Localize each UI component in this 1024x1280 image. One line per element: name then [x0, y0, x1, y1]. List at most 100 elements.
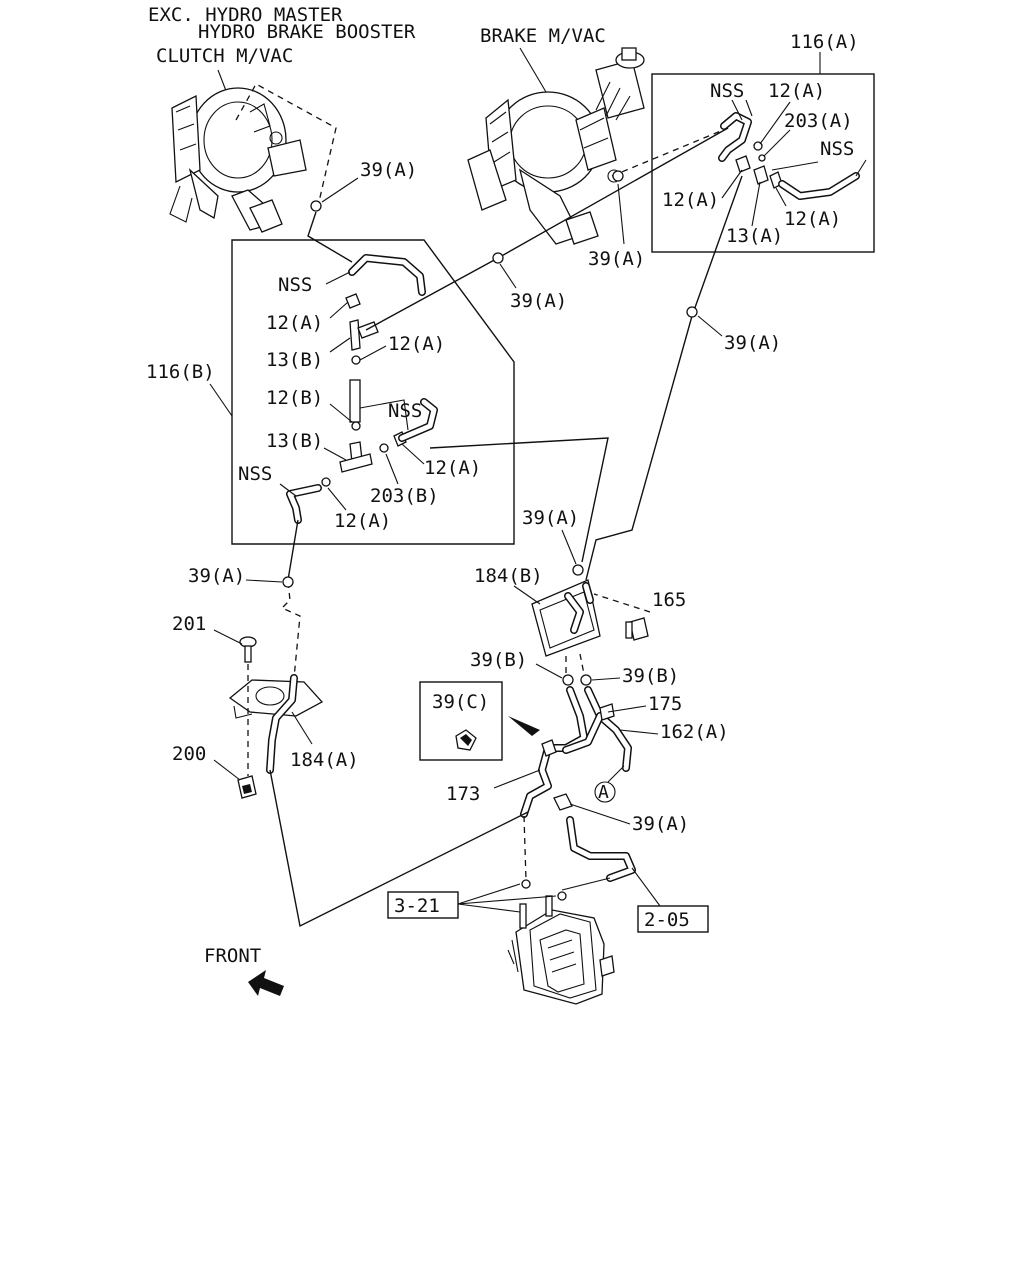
label-116b-nss-top: NSS	[278, 274, 312, 296]
leader-39a-bottom	[569, 803, 631, 825]
label-173: 173	[446, 783, 480, 805]
label-116b-nss-bottom: NSS	[238, 463, 272, 485]
leader-116a-12a-top	[759, 101, 791, 145]
label-116b-12a-2: 12(A)	[388, 333, 445, 355]
leader-200	[213, 759, 241, 781]
clip-39c	[455, 729, 477, 751]
label-13a: 13(A)	[726, 225, 783, 247]
label-116a-nss: NSS	[710, 80, 744, 102]
leader-116a-nss-right	[771, 159, 867, 177]
clip-39b-left	[562, 674, 574, 686]
label-200: 200	[172, 743, 206, 765]
clip-39b-right	[580, 674, 592, 686]
clutch-master-vac-assembly	[169, 87, 307, 233]
ref-321-label: 3-21	[394, 895, 440, 917]
brake-mvac-label: BRAKE M/VAC	[480, 25, 606, 47]
label-39a-left: 39(A)	[188, 565, 245, 587]
leader-203b	[385, 453, 399, 485]
leader-39a-mid	[499, 263, 517, 289]
nut-200	[237, 775, 257, 799]
leader-203a	[763, 129, 791, 157]
label-175: 175	[648, 693, 682, 715]
label-116b-13b-1: 13(B)	[266, 349, 323, 371]
label-39a-clutch: 39(A)	[360, 159, 417, 181]
brake-dash-line	[611, 127, 729, 177]
box-116a-parts	[718, 112, 860, 200]
label-116b-13b-2: 13(B)	[266, 430, 323, 452]
leader-39b-right	[591, 677, 621, 681]
label-116b-12a-1: 12(A)	[266, 312, 323, 334]
route-116a-to-184b	[585, 175, 743, 581]
clip-39a-left	[282, 576, 294, 588]
label-116b: 116(B)	[146, 361, 215, 383]
clip-canister-1	[521, 879, 531, 889]
leader-116b-13b-2	[323, 447, 347, 461]
leader-13a	[751, 181, 761, 227]
label-116a-12a-right: 12(A)	[784, 208, 841, 230]
leader-165	[593, 593, 651, 613]
box-116a	[651, 73, 875, 253]
circle-a-label: A	[598, 782, 609, 803]
leader-116b-12a-1	[329, 301, 349, 319]
route-116b-to-39a	[287, 519, 299, 581]
leader-162a	[619, 729, 659, 735]
ref-box-321	[387, 891, 459, 919]
leader-116b-nss-bottom	[279, 483, 297, 497]
brake-master-vac-assembly	[467, 47, 645, 245]
label-116a-nss-right: NSS	[820, 138, 854, 160]
title-line-2: HYDRO BRAKE BOOSTER	[198, 21, 416, 43]
label-165: 165	[652, 589, 686, 611]
dash-39b-right	[579, 653, 585, 675]
leader-116b-12a-4	[327, 487, 347, 511]
leader-39a-left	[245, 579, 283, 583]
label-116b-12b: 12(B)	[266, 387, 323, 409]
route-116b-to-184b	[429, 437, 609, 563]
leader-116b-nss-top	[325, 271, 351, 285]
box-116b	[231, 239, 515, 545]
arrow-39c	[508, 716, 540, 736]
dash-39a-to-184a	[280, 581, 301, 679]
front-label: FRONT	[204, 945, 261, 967]
leader-116b-12a-2	[359, 345, 387, 361]
leader-39a-lower	[561, 529, 577, 565]
leader-116b-12a-3	[401, 443, 425, 465]
label-39a-brake: 39(A)	[588, 248, 645, 270]
leader-116a-nss	[731, 99, 753, 121]
box-116b-parts	[286, 254, 438, 524]
route-clutch-to-116b	[307, 211, 353, 263]
ref-box-205	[637, 905, 709, 933]
bracket-184b	[531, 579, 649, 657]
leader-39a-clutch	[321, 177, 359, 203]
leader-39b-left	[535, 663, 563, 679]
clip-canister-2	[557, 891, 567, 901]
leader-173	[493, 769, 541, 789]
leader-116a-12a-right	[775, 187, 787, 207]
front-arrow-icon	[248, 970, 284, 996]
label-201: 201	[172, 613, 206, 635]
label-162a: 162(A)	[660, 721, 729, 743]
inset-39c	[419, 681, 503, 761]
label-39a-bottom: 39(A)	[632, 813, 689, 835]
title-line-1: EXC. HYDRO MASTER	[148, 4, 343, 26]
label-39b-left: 39(B)	[470, 649, 527, 671]
clip-39a-clutch	[310, 200, 322, 212]
clip-39a-brake	[612, 170, 624, 182]
bolt-201	[239, 636, 257, 663]
dash-173-to-canister	[523, 815, 527, 881]
label-116a-12a-top: 12(A)	[768, 80, 825, 102]
ref-205-label: 2-05	[644, 909, 690, 931]
label-184b: 184(B)	[474, 565, 543, 587]
label-116a-12a-left: 12(A)	[662, 189, 719, 211]
leader-201	[213, 629, 243, 645]
brake-mvac-leader	[519, 47, 547, 93]
label-203b: 203(B)	[370, 485, 439, 507]
clutch-mvac-label: CLUTCH M/VAC	[156, 45, 293, 67]
label-39a-mid: 39(A)	[510, 290, 567, 312]
label-39c: 39(C)	[432, 691, 489, 713]
leader-116a-12a-left	[721, 169, 743, 199]
label-39a-right: 39(A)	[724, 332, 781, 354]
clip-39a-lower	[572, 564, 584, 576]
leaders-321	[457, 883, 557, 913]
label-39a-lower: 39(A)	[522, 507, 579, 529]
